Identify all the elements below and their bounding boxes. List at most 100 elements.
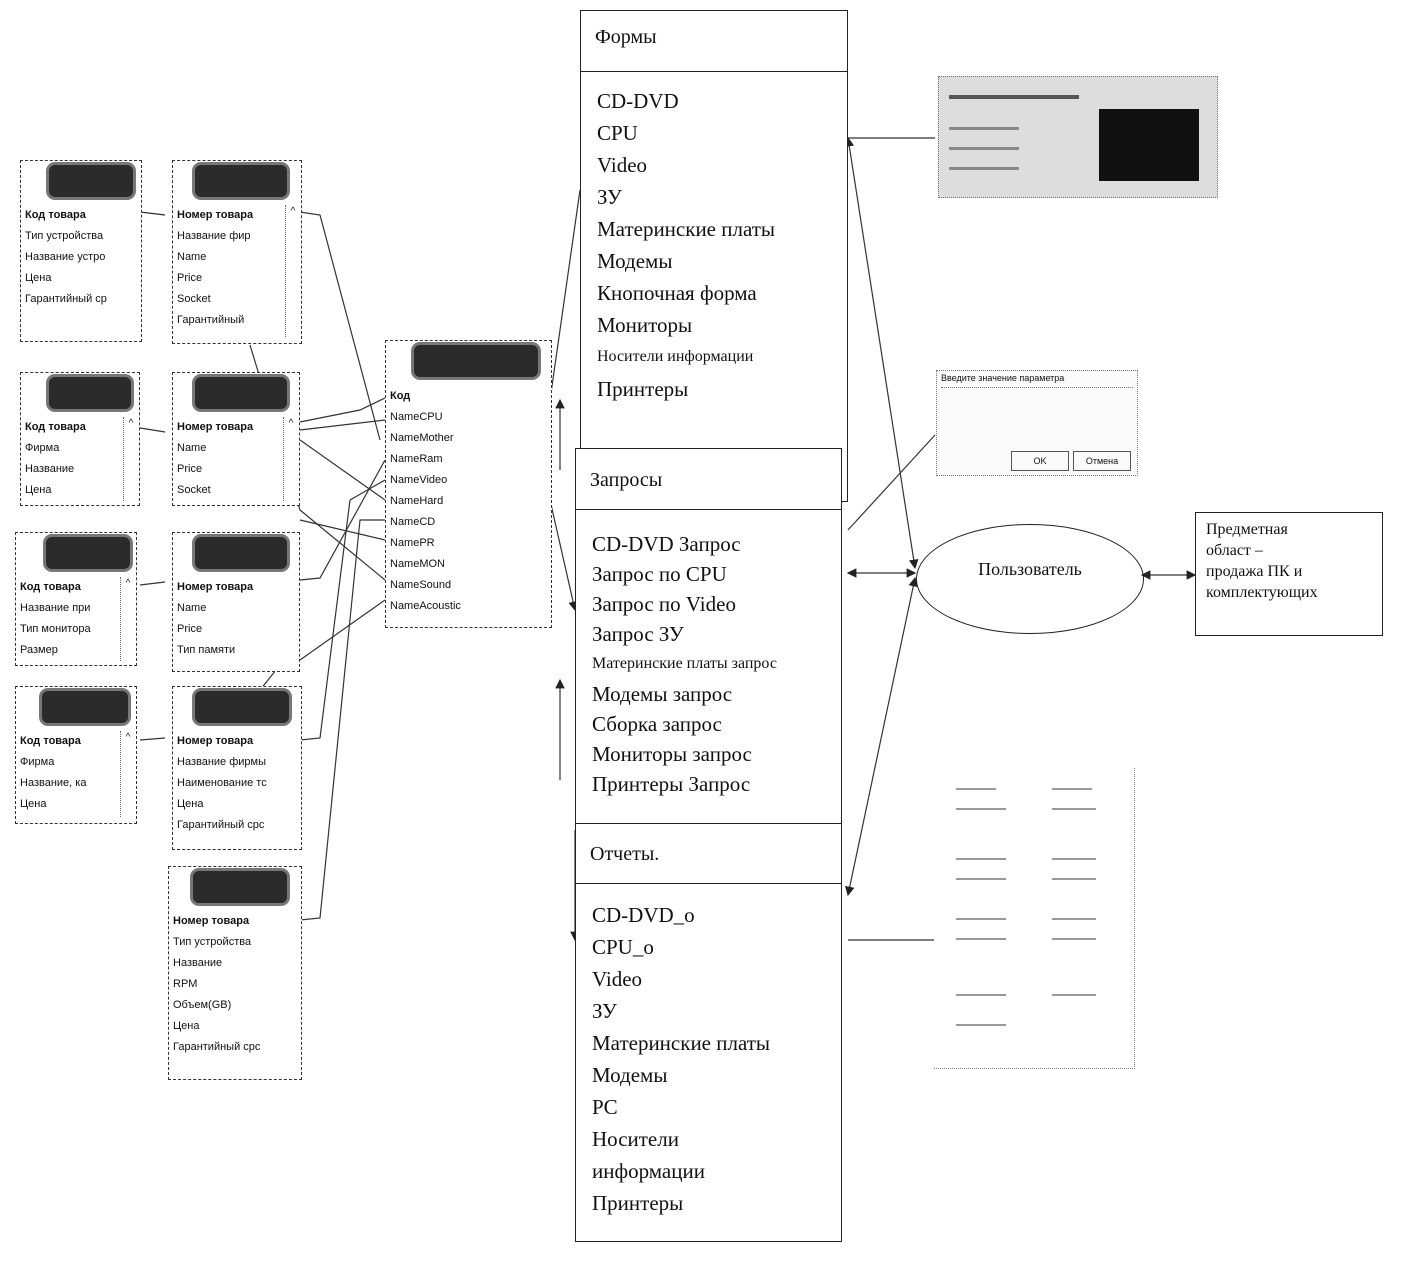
user-label: Пользователь [978, 558, 1082, 579]
query-item[interactable]: Принтеры Запрос [592, 772, 751, 796]
table-field: Номер товара [177, 209, 254, 221]
table-field: Name [177, 251, 207, 263]
table-header [49, 165, 133, 197]
table-field: Номер товара [173, 915, 250, 927]
query-item[interactable]: Запрос по CPU [592, 562, 727, 586]
table-field: NameCD [390, 516, 436, 528]
table-field: Socket [177, 293, 211, 305]
form-item[interactable]: Модемы [597, 249, 673, 273]
form-item[interactable]: Носители информации [597, 348, 754, 365]
subject-line: област – [1206, 542, 1263, 559]
table-field: Код [390, 390, 411, 402]
query-item[interactable]: Материнские платы запрос [592, 655, 777, 672]
table-box: Номер товара Название фирмы Наименование… [172, 686, 302, 850]
table-field: Тип устройства [173, 936, 252, 948]
forms-panel: Формы CD-DVD CPU Video ЗУ Материнские пл… [580, 10, 848, 502]
table-field: NameMother [390, 432, 454, 444]
form-item[interactable]: Video [597, 153, 648, 177]
queries-reports-panel: Запросы CD-DVD Запрос Запрос по CPU Запр… [575, 448, 842, 1242]
report-item[interactable]: CPU_o [592, 935, 654, 959]
table-field: Name [177, 602, 207, 614]
scrollbar[interactable]: ^ [120, 577, 135, 661]
table-field: Название фир [177, 230, 251, 242]
parameter-dialog-thumbnail: Введите значение параметра OK Отмена [936, 370, 1138, 476]
query-item[interactable]: CD-DVD Запрос [592, 532, 741, 556]
table-field: Цена [20, 798, 47, 810]
query-item[interactable]: Модемы запрос [592, 682, 733, 706]
table-field: Объем(GB) [173, 999, 232, 1011]
table-field: NameAcoustic [390, 600, 461, 612]
subject-line: комплектующих [1206, 584, 1318, 601]
query-item[interactable]: Запрос по Video [592, 592, 736, 616]
table-field: Код товара [20, 735, 81, 747]
table-header [42, 691, 128, 723]
scrollbar[interactable]: ^ [123, 417, 138, 501]
table-field: Наименование тс [177, 777, 267, 789]
table-field: Цена [25, 484, 52, 496]
scrollbar[interactable]: ^ [285, 205, 300, 337]
report-item[interactable]: Принтеры [592, 1191, 684, 1215]
table-header [195, 537, 287, 569]
table-field: Цена [177, 798, 204, 810]
table-field: Цена [25, 272, 52, 284]
report-item[interactable]: Носители [592, 1127, 679, 1151]
table-field: Name [177, 442, 207, 454]
table-field: Price [177, 272, 203, 284]
table-box: Код товара Фирма Название, ка Цена ^ [15, 686, 137, 824]
form-item[interactable]: ЗУ [597, 185, 622, 209]
table-field: Гарантийный [177, 314, 245, 326]
table-field: Тип монитора [20, 623, 91, 635]
table-box: Код товара Фирма Название Цена ^ [20, 372, 140, 506]
table-box: Номер товара Тип устройства Название RPM… [168, 866, 302, 1080]
table-field: Название [25, 463, 75, 475]
table-field: Название при [20, 602, 91, 614]
table-box: Код товара Тип устройства Название устро… [20, 160, 142, 342]
table-field: NameMON [390, 558, 446, 570]
subject-line: Предметная [1206, 521, 1288, 538]
table-field: Price [177, 623, 203, 635]
report-item[interactable]: Video [592, 967, 643, 991]
report-item[interactable]: информации [592, 1159, 705, 1183]
report-item[interactable]: ЗУ [592, 999, 617, 1023]
report-item[interactable]: PC [592, 1095, 618, 1119]
table-header [414, 345, 538, 377]
report-item[interactable]: CD-DVD_o [592, 903, 695, 927]
table-field: RPM [173, 978, 198, 990]
table-field: Номер товара [177, 735, 254, 747]
central-table: Код NameCPU NameMother NameRam NameVideo… [385, 340, 552, 628]
form-item[interactable]: Мониторы [597, 313, 693, 337]
table-field: Гарантийный ср [25, 293, 107, 305]
form-item[interactable]: Материнские платы [597, 217, 776, 241]
report-item[interactable]: Материнские платы [592, 1031, 771, 1055]
subject-line: продажа ПК и [1206, 563, 1303, 580]
query-item[interactable]: Сборка запрос [592, 712, 722, 736]
table-field: Размер [20, 644, 58, 656]
table-field: Название фирмы [177, 756, 266, 768]
table-header [195, 165, 287, 197]
form-item[interactable]: Кнопочная форма [597, 281, 757, 305]
table-field: Фирма [20, 756, 55, 768]
table-field: NameHard [390, 495, 444, 507]
reports-title: Отчеты. [590, 843, 660, 865]
table-field: Код товара [25, 421, 86, 433]
form-item[interactable]: CD-DVD [597, 89, 679, 113]
table-box: Номер товара Name Price Тип памяти [172, 532, 300, 672]
form-item[interactable]: CPU [597, 121, 638, 145]
query-item[interactable]: Мониторы запрос [592, 742, 752, 766]
table-box: Номер товара Название фир Name Price Soc… [172, 160, 302, 344]
table-header [193, 871, 287, 903]
scrollbar[interactable]: ^ [120, 731, 135, 817]
query-item[interactable]: Запрос ЗУ [592, 622, 684, 646]
ok-button[interactable]: OK [1011, 451, 1069, 471]
table-field: Номер товара [177, 421, 254, 433]
table-field: Код товара [20, 581, 81, 593]
scrollbar[interactable]: ^ [283, 417, 298, 501]
report-item[interactable]: Модемы [592, 1063, 668, 1087]
table-field: Гарантийный срс [173, 1041, 261, 1053]
table-field: Название, ка [20, 777, 87, 789]
table-header [195, 377, 287, 409]
cancel-button[interactable]: Отмена [1073, 451, 1131, 471]
table-header [46, 537, 130, 569]
table-field: Номер товара [177, 581, 254, 593]
form-item[interactable]: Принтеры [597, 377, 689, 401]
